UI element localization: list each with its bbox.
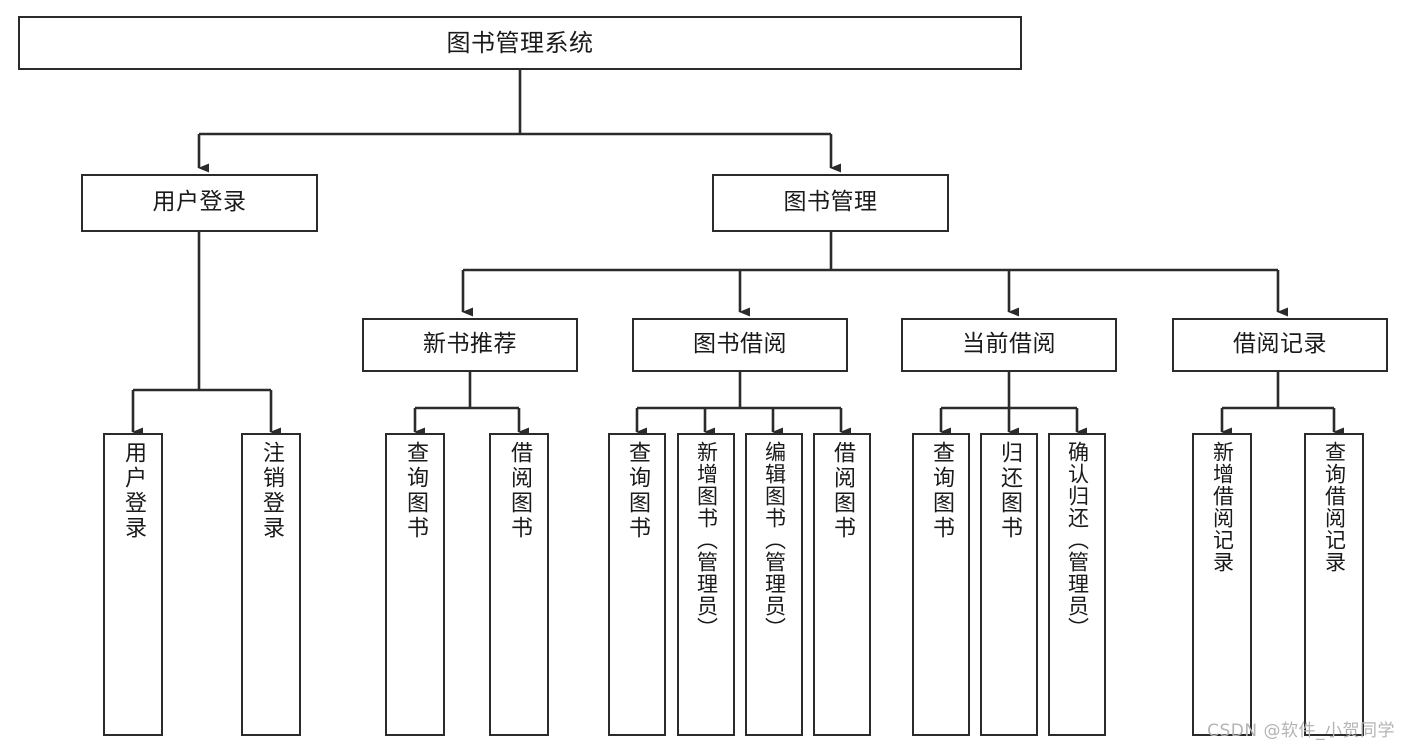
node-current-borrowing[interactable]: 当前借阅	[901, 318, 1117, 372]
node-leaf-user-login[interactable]: 用户登录	[103, 433, 163, 736]
node-label: 当前借阅	[962, 331, 1056, 358]
node-leaf-borrow-book-2[interactable]: 借阅图书	[813, 433, 871, 736]
node-book-borrowing[interactable]: 图书借阅	[632, 318, 848, 372]
node-label: 图书管理	[783, 189, 878, 216]
node-leaf-return-book[interactable]: 归还图书	[980, 433, 1038, 736]
node-label: 新书推荐	[423, 331, 517, 358]
watermark-text: CSDN @软件_小贺同学	[1207, 721, 1395, 741]
node-leaf-edit-book[interactable]: 编辑图书（管理员）	[745, 433, 803, 736]
node-label: 查询图书	[403, 441, 428, 541]
node-label: 图书管理系统	[446, 28, 594, 57]
node-book-management-system[interactable]: 图书管理系统	[18, 16, 1022, 70]
node-label: 借阅图书	[830, 441, 855, 541]
node-label: 新增借阅记录	[1210, 441, 1235, 573]
node-label: 用户登录	[121, 441, 146, 541]
node-user-login[interactable]: 用户登录	[81, 174, 318, 232]
node-label: 新增图书（管理员）	[694, 441, 719, 639]
node-label: 借阅图书	[507, 441, 532, 541]
node-label: 确认归还（管理员）	[1065, 441, 1090, 639]
node-label: 注销登录	[259, 441, 284, 541]
node-leaf-borrow-book-1[interactable]: 借阅图书	[489, 433, 549, 736]
node-label: 归还图书	[997, 441, 1022, 541]
node-label: 查询借阅记录	[1322, 441, 1347, 573]
node-leaf-add-record[interactable]: 新增借阅记录	[1192, 433, 1252, 736]
node-borrowing-record[interactable]: 借阅记录	[1172, 318, 1388, 372]
node-leaf-query-book-3[interactable]: 查询图书	[912, 433, 970, 736]
node-new-book-recommendation[interactable]: 新书推荐	[362, 318, 578, 372]
node-label: 查询图书	[625, 441, 650, 541]
node-leaf-confirm-return[interactable]: 确认归还（管理员）	[1048, 433, 1106, 736]
node-label: 查询图书	[929, 441, 954, 541]
node-leaf-query-record[interactable]: 查询借阅记录	[1304, 433, 1364, 736]
node-label: 借阅记录	[1233, 331, 1327, 358]
node-label: 图书借阅	[693, 331, 787, 358]
node-leaf-query-book-2[interactable]: 查询图书	[608, 433, 666, 736]
node-leaf-add-book[interactable]: 新增图书（管理员）	[677, 433, 735, 736]
node-leaf-logout[interactable]: 注销登录	[241, 433, 301, 736]
node-label: 用户登录	[152, 189, 247, 216]
node-leaf-query-book-1[interactable]: 查询图书	[385, 433, 445, 736]
node-book-management[interactable]: 图书管理	[712, 174, 949, 232]
node-label: 编辑图书（管理员）	[762, 441, 787, 639]
